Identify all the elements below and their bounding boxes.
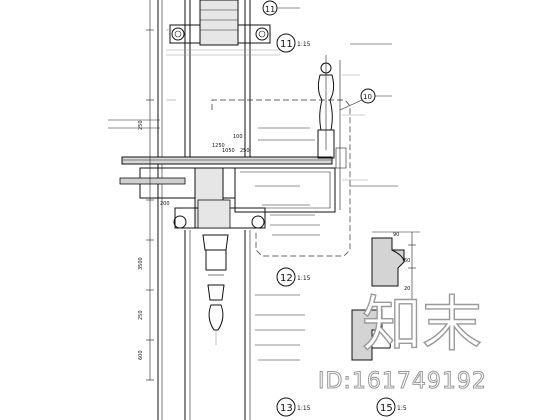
detail-number: 12: [280, 273, 293, 284]
dimension-label: 100: [233, 134, 243, 140]
leader-lines: [108, 43, 398, 361]
dimension-chain-left: [146, 0, 176, 381]
dimension-label: 20: [404, 286, 410, 292]
detail-scale: 1:15: [297, 275, 311, 282]
detail-number: 13: [280, 403, 293, 414]
callout-11: 11: [262, 0, 300, 16]
dimension-label: 200: [160, 201, 170, 207]
dimension-label: 90: [393, 232, 399, 238]
callout-number: 11: [265, 5, 275, 14]
detail-marker-11: 11 1:15: [276, 33, 311, 53]
dimension-label: 1250: [212, 143, 225, 149]
dimension-label: 1050: [222, 148, 235, 154]
detail-scale: 1:5: [397, 405, 407, 412]
watermark-id: ID:161749192: [318, 369, 487, 394]
dimension-label: 60: [404, 258, 410, 264]
capital-lower: [173, 199, 266, 345]
molding-profile: [351, 231, 420, 361]
dimension-labels: 1250 250 1050 3500 250 250 200 600 100 9…: [138, 120, 410, 360]
callout-10: 10: [339, 88, 392, 111]
dimension-label: 250: [138, 120, 144, 130]
baluster: [317, 55, 368, 210]
dimension-label: 250: [138, 310, 144, 320]
detail-marker-13: 13 1:15: [276, 397, 311, 417]
detail-number: 11: [280, 39, 293, 50]
detail-scale: 1:15: [297, 405, 311, 412]
watermark: 知末 ID:161749192: [318, 289, 487, 394]
detail-number: 15: [380, 403, 393, 414]
dimension-label: 250: [240, 148, 250, 154]
column-main: [157, 0, 280, 420]
callout-number: 10: [363, 93, 372, 101]
dimension-label: 3500: [138, 257, 144, 270]
detail-boundary-12: [211, 99, 351, 257]
detail-marker-15: 15 1:5: [376, 397, 407, 417]
watermark-logo-text: 知末: [362, 290, 482, 360]
detail-marker-12: 12 1:15: [276, 267, 311, 287]
detail-scale: 1:15: [297, 41, 311, 48]
dimension-label: 600: [138, 350, 144, 360]
